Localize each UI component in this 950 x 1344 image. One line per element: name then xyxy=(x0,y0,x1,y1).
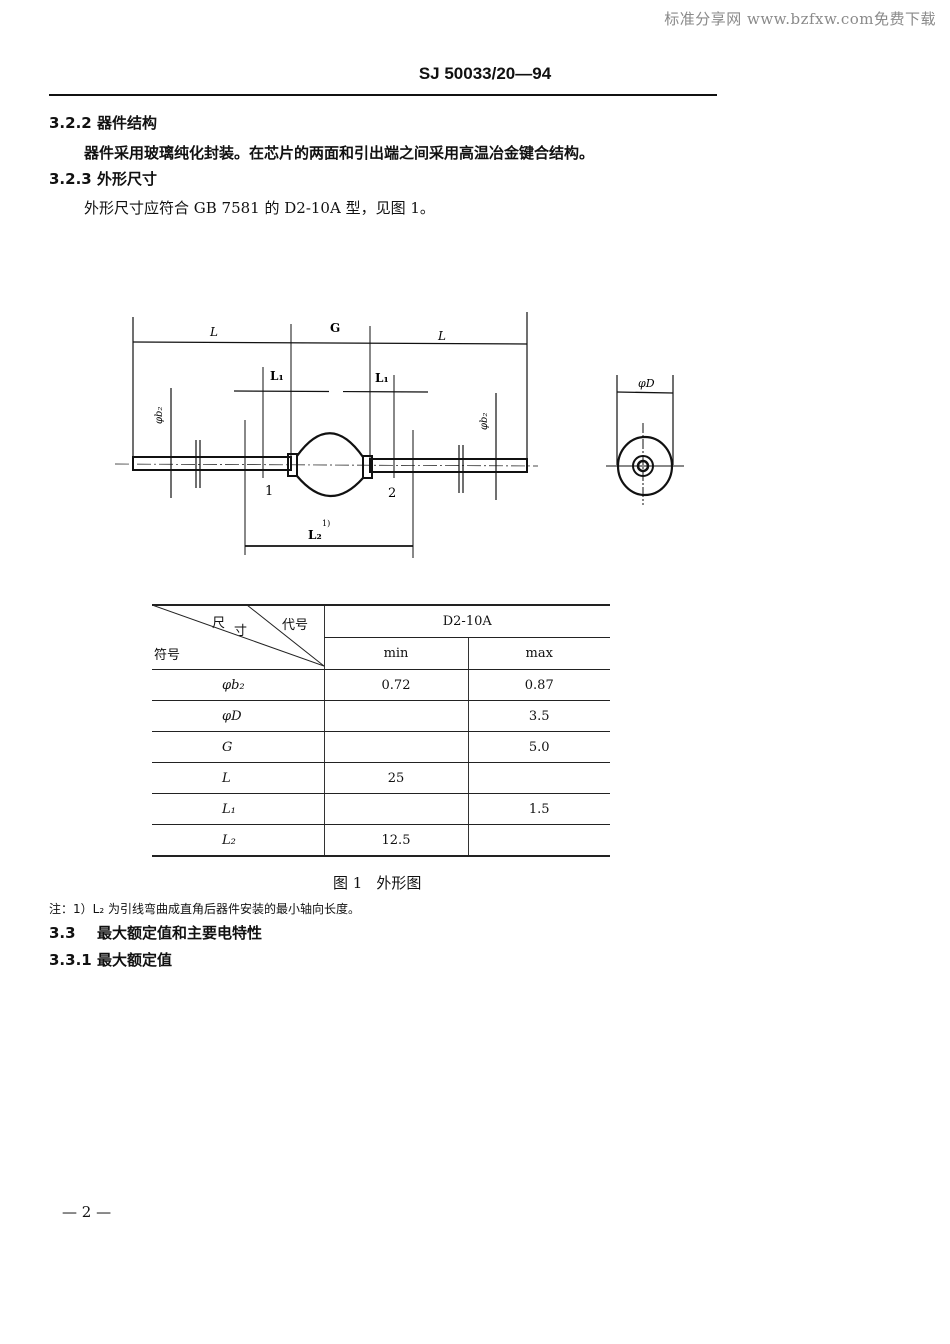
row-max: 5.0 xyxy=(467,731,610,763)
header-rule xyxy=(49,94,717,96)
section-number: 3.2.2 xyxy=(49,114,92,132)
row-max: 0.87 xyxy=(467,669,610,701)
section-body-3-2-2: 器件采用玻璃纯化封装。在芯片的两面和引出端之间采用高温冶金键合结构。 xyxy=(84,144,595,162)
row-max xyxy=(467,824,610,857)
column-header-min: min xyxy=(323,637,468,670)
section-title: 最大额定值 xyxy=(97,951,173,969)
page-number: — 2 — xyxy=(62,1203,112,1221)
row-min: 0.72 xyxy=(323,669,468,701)
dim-label-L1-right: L₁ xyxy=(375,371,389,385)
row-symbol: φD xyxy=(152,700,324,732)
section-title: 外形尺寸 xyxy=(97,170,158,188)
section-number: 3.3 xyxy=(49,924,76,942)
row-min: 12.5 xyxy=(323,824,468,857)
table-row: φb₂ 0.72 0.87 xyxy=(152,669,610,701)
dim-label-phi-b2-left: φb₂ xyxy=(154,407,165,424)
table-corner-cell: 代号 尺 寸 符号 xyxy=(152,604,324,670)
corner-label-dim-1: 尺 xyxy=(212,616,226,631)
table-row: L 25 xyxy=(152,762,610,794)
section-heading-3-2-3: 3.2.3 外形尺寸 xyxy=(49,168,157,189)
lead-marker-1: 1 xyxy=(265,484,273,499)
section-title: 器件结构 xyxy=(97,114,158,132)
section-heading-3-2-2: 3.2.2 器件结构 xyxy=(49,112,157,133)
row-min xyxy=(323,700,468,732)
row-min: 25 xyxy=(323,762,468,794)
outline-drawing-side-view: L G L L₁ L₁ φb₂ φb₂ 1 2 L₂ 1) xyxy=(114,312,539,558)
row-max: 3.5 xyxy=(467,700,610,732)
row-min xyxy=(323,793,468,825)
corner-label-dim-2: 寸 xyxy=(234,624,248,639)
dim-label-phi-b2-right: φb₂ xyxy=(479,413,490,430)
figure-caption: 图 1 外形图 xyxy=(333,872,421,893)
dimension-table: 代号 尺 寸 符号 D2-10A min max φb₂ 0.72 0.87 φ… xyxy=(152,604,610,857)
dim-label-L-left: L xyxy=(209,325,218,339)
watermark: 标准分享网 www.bzfxw.com免费下载 xyxy=(664,10,936,28)
row-symbol: L xyxy=(152,762,324,794)
column-header-max: max xyxy=(467,637,610,670)
row-symbol: L₁ xyxy=(152,793,324,825)
dim-label-L1-left: L₁ xyxy=(270,369,284,383)
table-row: G 5.0 xyxy=(152,731,610,763)
corner-label-symbol: 符号 xyxy=(154,648,181,663)
standard-code-header: SJ 50033/20—94 xyxy=(418,64,552,83)
section-body-3-2-3: 外形尺寸应符合 GB 7581 的 D2-10A 型，见图 1。 xyxy=(84,199,435,217)
section-heading-3-3: 3.3 最大额定值和主要电特性 xyxy=(49,922,262,943)
section-number: 3.2.3 xyxy=(49,170,92,188)
corner-label-code: 代号 xyxy=(282,618,309,633)
dim-label-L-right: L xyxy=(437,329,446,343)
dim-label-L2: L₂ xyxy=(308,528,322,542)
row-max xyxy=(467,762,610,794)
table-row: φD 3.5 xyxy=(152,700,610,732)
dim-label-L2-footnote: 1) xyxy=(322,519,330,528)
section-title: 最大额定值和主要电特性 xyxy=(97,924,263,942)
lead-marker-2: 2 xyxy=(388,486,396,501)
dim-label-G: G xyxy=(330,321,340,335)
dim-label-phi-D: φD xyxy=(638,377,655,390)
model-header: D2-10A xyxy=(323,604,610,638)
row-symbol: L₂ xyxy=(152,824,324,857)
row-min xyxy=(323,731,468,763)
section-heading-3-3-1: 3.3.1 最大额定值 xyxy=(49,949,172,970)
figure-note: 注：1）L₂ 为引线弯曲成直角后器件安装的最小轴向长度。 xyxy=(49,902,360,916)
table-row: L₁ 1.5 xyxy=(152,793,610,825)
figure-title: 外形图 xyxy=(376,874,422,892)
row-symbol: G xyxy=(152,731,324,763)
row-max: 1.5 xyxy=(467,793,610,825)
table-row: L₂ 12.5 xyxy=(152,824,610,857)
row-symbol: φb₂ xyxy=(152,669,324,701)
section-number: 3.3.1 xyxy=(49,951,92,969)
figure-number: 图 1 xyxy=(333,874,363,892)
outline-drawing-end-view: φD xyxy=(606,375,684,505)
